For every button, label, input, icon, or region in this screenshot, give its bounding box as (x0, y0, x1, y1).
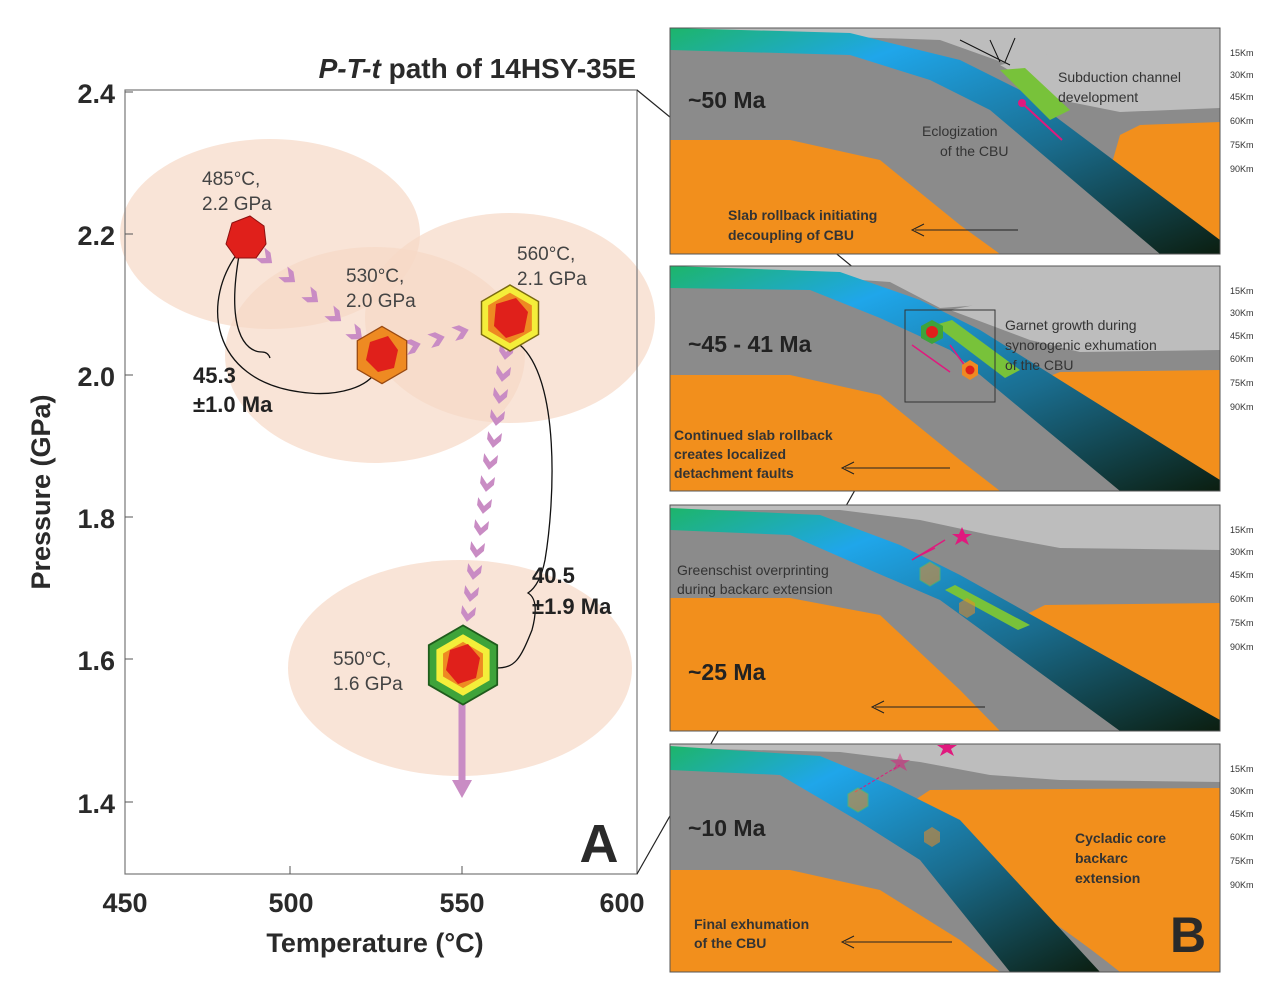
panel-b-2-age: ~45 - 41 Ma (688, 331, 812, 357)
x-axis: 450 500 550 600 Temperature (°C) (102, 866, 645, 958)
depth-label: 90Km (1230, 642, 1254, 652)
point-label-2-p: 2.0 GPa (346, 291, 416, 312)
depth-label: 30Km (1230, 308, 1254, 318)
panel-b-4-age: ~10 Ma (688, 815, 766, 841)
garnet-1 (225, 215, 267, 259)
depth-label: 15Km (1230, 48, 1254, 58)
panel-b-3-label-1: Greenschist overprinting (677, 562, 829, 578)
panel-b-4-label-4: Final exhumation (694, 916, 809, 932)
panel-b-letter: B (1170, 907, 1206, 963)
y-axis: 2.4 2.2 2.0 1.8 1.6 1.4 Pressure (GPa) (26, 79, 133, 819)
depth-label: 90Km (1230, 402, 1254, 412)
x-tick-600: 600 (599, 888, 644, 918)
panel-a-title: P-T-t path of 14HSY-35E (319, 53, 636, 84)
panel-b-1-label-4: of the CBU (940, 143, 1008, 159)
plot-frame (124, 89, 638, 875)
depth-label: 75Km (1230, 140, 1254, 150)
y-tick-1.6: 1.6 (77, 646, 115, 676)
final-arrow (452, 695, 472, 798)
depth-label: 75Km (1230, 378, 1254, 388)
panel-b-4: ~10 Ma Cycladic core backarc extension F… (669, 743, 1221, 973)
depth-label: 75Km (1230, 856, 1254, 866)
depth-label: 60Km (1230, 832, 1254, 842)
panel-b-1-label-2: development (1058, 89, 1138, 105)
panel-b-1-label-1: Subduction channel (1058, 69, 1181, 85)
panel-b-3-label-2: during backarc extension (677, 581, 833, 597)
point-label-2-t: 530°C, (346, 266, 404, 287)
y-tick-2.0: 2.0 (77, 362, 115, 392)
panel-b-1-label-5: Slab rollback initiating (728, 207, 877, 223)
title-rest: path of 14HSY-35E (381, 53, 636, 84)
depth-label: 60Km (1230, 594, 1254, 604)
depth-label: 45Km (1230, 92, 1254, 102)
panel-b-2-label-4: Continued slab rollback (674, 427, 833, 443)
panel-a: P-T-t path of 14HSY-35E (26, 53, 655, 958)
point-label-3-t: 560°C, (517, 244, 575, 265)
depth-scale-2: 15Km 30Km 45Km 60Km 75Km 90Km (1230, 286, 1254, 412)
panel-b-2-label-3: of the CBU (1005, 357, 1073, 373)
age-bracket-2 (495, 344, 553, 669)
age-1: 45.3 (193, 363, 236, 388)
depth-label: 60Km (1230, 354, 1254, 364)
panel-b-2-label-5: creates localized (674, 446, 786, 462)
point-label-1-t: 485°C, (202, 169, 260, 190)
depth-label: 15Km (1230, 286, 1254, 296)
panel-b-1-label-6: decoupling of CBU (728, 227, 854, 243)
garnet-2 (356, 325, 408, 385)
depth-label: 45Km (1230, 331, 1254, 341)
depth-label: 45Km (1230, 809, 1254, 819)
depth-label: 45Km (1230, 570, 1254, 580)
panel-b-3: ~25 Ma Greenschist overprinting during b… (669, 504, 1221, 732)
depth-scale-4: 15Km 30Km 45Km 60Km 75Km 90Km (1230, 764, 1254, 890)
y-tick-1.8: 1.8 (77, 504, 115, 534)
point-label-1-p: 2.2 GPa (202, 194, 272, 215)
point-label-3-p: 2.1 GPa (517, 269, 587, 290)
age-2-err: ±1.9 Ma (532, 594, 612, 619)
depth-label: 60Km (1230, 116, 1254, 126)
panel-b-1-label-3: Eclogization (922, 123, 998, 139)
panel-b-2: ~45 - 41 Ma Garnet growth during synorog… (669, 265, 1221, 492)
panel-b-4-label-3: extension (1075, 870, 1140, 886)
panel-b-2-label-1: Garnet growth during (1005, 317, 1137, 333)
garnet-3 (480, 284, 540, 352)
depth-label: 15Km (1230, 764, 1254, 774)
panel-b-1: ~50 Ma Subduction channel development Ec… (669, 27, 1221, 255)
panel-b-4-label-2: backarc (1075, 850, 1128, 866)
age-2: 40.5 (532, 563, 575, 588)
age-1-err: ±1.0 Ma (193, 392, 273, 417)
depth-label: 30Km (1230, 70, 1254, 80)
y-axis-label: Pressure (GPa) (26, 394, 56, 589)
y-tick-1.4: 1.4 (77, 789, 115, 819)
age-bracket-1 (217, 249, 376, 395)
panel-b-2-label-6: detachment faults (674, 465, 794, 481)
panel-b-2-label-2: synorogenic exhumation (1005, 337, 1157, 353)
panel-b-3-age: ~25 Ma (688, 659, 766, 685)
point-label-4-p: 1.6 GPa (333, 674, 403, 695)
x-axis-label: Temperature (°C) (266, 928, 483, 958)
panel-b-4-label-5: of the CBU (694, 935, 766, 951)
depth-label: 15Km (1230, 525, 1254, 535)
depth-label: 90Km (1230, 880, 1254, 890)
x-tick-500: 500 (268, 888, 313, 918)
depth-label: 30Km (1230, 786, 1254, 796)
x-tick-550: 550 (439, 888, 484, 918)
depth-scale-3: 15Km 30Km 45Km 60Km 75Km 90Km (1230, 525, 1254, 652)
depth-scale-1: 15Km 30Km 45Km 60Km 75Km 90Km (1230, 48, 1254, 174)
depth-label: 75Km (1230, 618, 1254, 628)
garnet-4 (427, 624, 499, 706)
point-label-4-t: 550°C, (333, 649, 391, 670)
y-tick-2.2: 2.2 (77, 221, 115, 251)
title-italic: P-T-t (319, 53, 383, 84)
panel-b-4-label-1: Cycladic core (1075, 830, 1166, 846)
depth-label: 90Km (1230, 164, 1254, 174)
x-tick-450: 450 (102, 888, 147, 918)
y-tick-2.4: 2.4 (77, 79, 115, 109)
depth-label: 30Km (1230, 547, 1254, 557)
panel-b-1-age: ~50 Ma (688, 87, 766, 113)
panel-a-letter: A (580, 814, 619, 874)
